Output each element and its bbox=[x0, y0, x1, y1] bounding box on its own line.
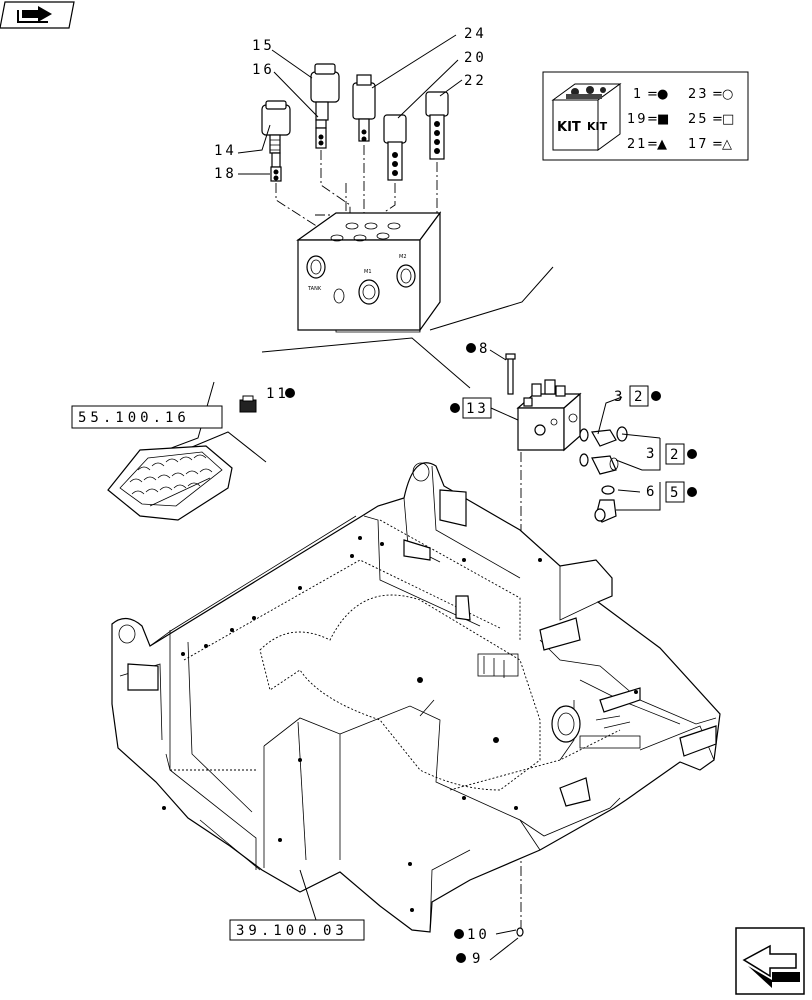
kit-legend-17-num: 17 bbox=[688, 137, 709, 152]
callout-10: 10 bbox=[467, 927, 490, 943]
kit-legend-25-num: 25 bbox=[688, 112, 709, 127]
callout-10-marker: 10 bbox=[454, 927, 517, 943]
callout-8: 8 bbox=[479, 341, 490, 357]
callout-18: 18 bbox=[214, 166, 237, 182]
callout-2a: 2 bbox=[634, 389, 645, 405]
nut-9[interactable] bbox=[516, 927, 524, 937]
kit-legend-17-sym: △ bbox=[722, 137, 734, 152]
svg-text:M2: M2 bbox=[399, 254, 407, 260]
callout-9-marker: 9 bbox=[456, 937, 519, 967]
callout-13-marker: 13 bbox=[450, 397, 492, 419]
callout-16: 16 bbox=[252, 62, 275, 78]
kit-legend-19-sym: ■ bbox=[657, 112, 671, 127]
kit-legend-1-num: 1 bbox=[633, 87, 643, 102]
kit-legend-21-sym: ▲ bbox=[657, 137, 669, 152]
kit-legend-19-eq: = bbox=[647, 112, 660, 127]
cartridge-solenoid-14[interactable] bbox=[261, 100, 291, 182]
fitting-elbow-6[interactable] bbox=[594, 485, 617, 523]
callout-20: 20 bbox=[464, 50, 487, 66]
kit-legend-23-eq: = bbox=[712, 87, 725, 102]
kit-legend-23-sym: ○ bbox=[722, 87, 735, 102]
kit-box-icon: KIT KIT bbox=[551, 83, 622, 151]
callout-6: 6 bbox=[646, 484, 657, 500]
callout-11: 11 bbox=[266, 386, 289, 402]
callout-8-marker: 8 bbox=[466, 341, 490, 357]
callout-2b: 2 bbox=[670, 447, 681, 463]
bolt-8[interactable] bbox=[505, 353, 516, 395]
valve-manifold-block[interactable]: TANK M1 M2 bbox=[296, 211, 442, 333]
cartridge-22[interactable] bbox=[425, 91, 449, 160]
kit-badge-right: KIT bbox=[587, 120, 608, 133]
callout-15: 15 bbox=[252, 38, 275, 54]
chassis-frame[interactable] bbox=[111, 462, 721, 933]
cartridge-solenoid-15[interactable] bbox=[310, 63, 340, 149]
kit-legend-1-sym: ● bbox=[657, 87, 670, 102]
ref-55-100-16[interactable]: 55.100.16 bbox=[78, 410, 190, 426]
top-nav-arrow-icon[interactable] bbox=[0, 1, 75, 29]
kit-legend-21-eq: = bbox=[647, 137, 660, 152]
kit-legend-1-eq: = bbox=[647, 87, 660, 102]
svg-text:M1: M1 bbox=[364, 269, 372, 275]
valve-assembly-13[interactable] bbox=[516, 379, 582, 452]
kit-legend: KIT KIT 1 = ● 23 = ○ 19 = ■ 25 = □ 21 = … bbox=[542, 71, 749, 161]
callout-5: 5 bbox=[670, 485, 681, 501]
fitting-upper[interactable] bbox=[579, 426, 628, 447]
ref-39-100-03[interactable]: 39.100.03 bbox=[236, 923, 348, 939]
kit-badge-left: KIT bbox=[557, 120, 581, 135]
callout-24: 24 bbox=[464, 26, 487, 42]
fitting-lower[interactable] bbox=[579, 453, 619, 475]
switch-part-11[interactable] bbox=[239, 395, 257, 413]
kit-legend-25-sym: □ bbox=[722, 112, 736, 127]
kit-legend-21-num: 21 bbox=[627, 137, 648, 152]
kit-legend-19-num: 19 bbox=[627, 112, 648, 127]
kit-legend-17-eq: = bbox=[712, 137, 725, 152]
callout-13: 13 bbox=[466, 401, 489, 417]
kit-legend-23-num: 23 bbox=[688, 87, 709, 102]
callout-14: 14 bbox=[214, 143, 237, 159]
next-page-arrow-icon[interactable] bbox=[735, 927, 805, 995]
cartridge-20[interactable] bbox=[383, 114, 407, 181]
kit-legend-25-eq: = bbox=[712, 112, 725, 127]
callout-22: 22 bbox=[464, 73, 487, 89]
operator-pedal-pad[interactable] bbox=[107, 445, 233, 521]
cartridge-24[interactable] bbox=[352, 74, 376, 142]
callout-3b: 3 bbox=[646, 446, 657, 462]
callout-3a: 3 bbox=[614, 389, 625, 405]
svg-text:TANK: TANK bbox=[307, 286, 322, 292]
callout-9: 9 bbox=[472, 951, 483, 967]
